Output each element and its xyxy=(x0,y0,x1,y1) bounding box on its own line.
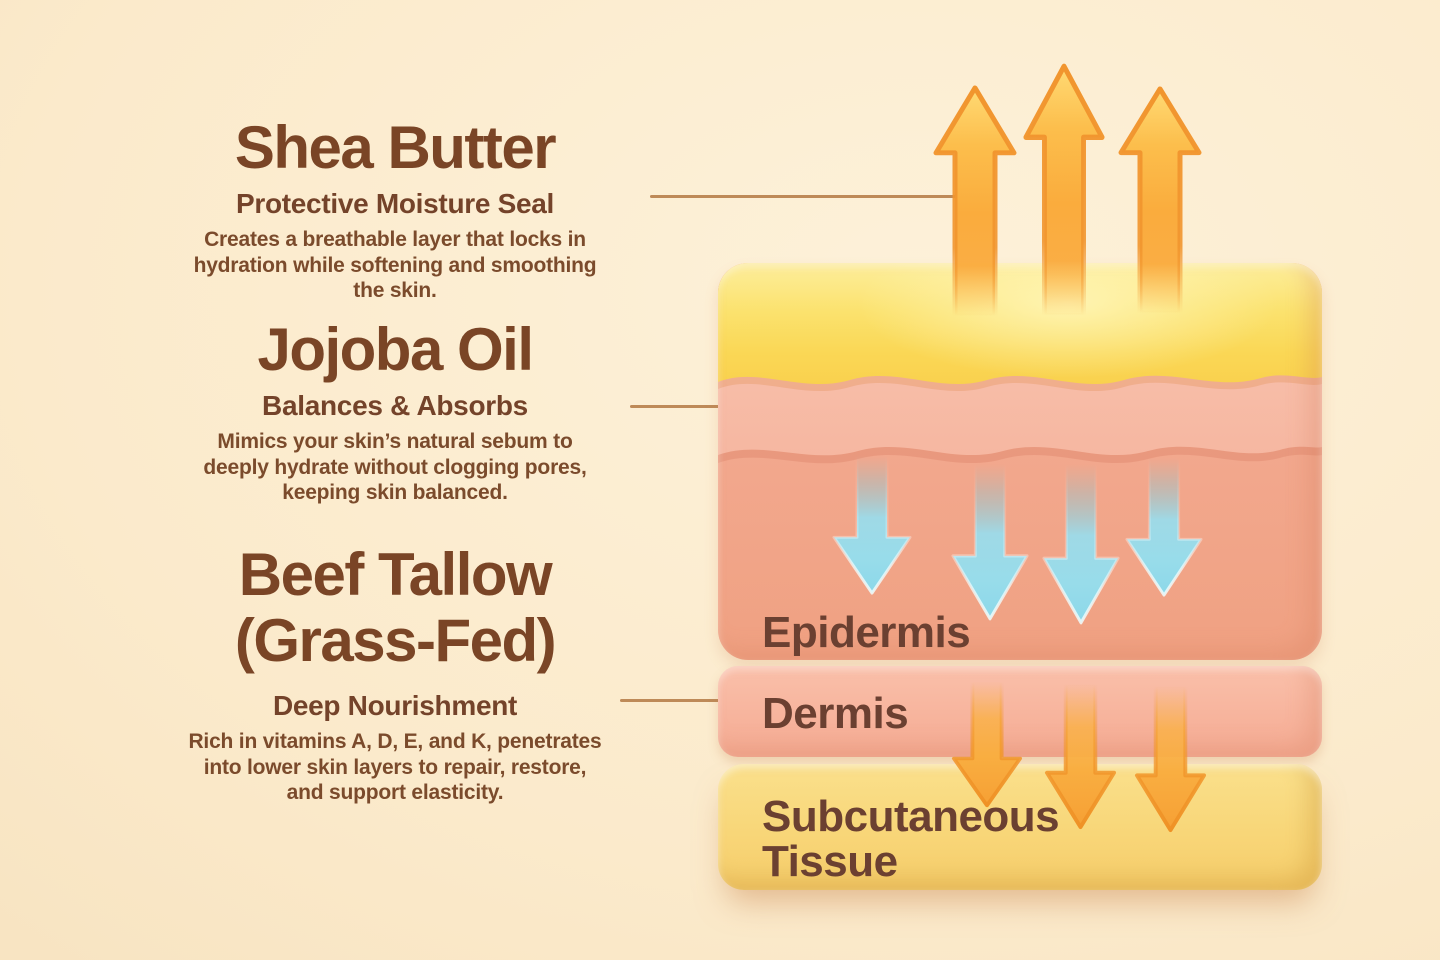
ingredient-description: Rich in vitamins A, D, E, and K, penetra… xyxy=(110,729,680,806)
ingredient-title: Beef Tallow (Grass-Fed) xyxy=(110,542,680,674)
body-line: Mimics your skin’s natural sebum to xyxy=(217,430,573,453)
blue-down-arrow-icon xyxy=(951,462,1029,621)
blue-down-arrow-icon xyxy=(832,454,912,595)
ingredient-section-shea-butter: Shea Butter Protective Moisture Seal Cre… xyxy=(110,116,680,304)
skin-layer-subcutaneous: Subcutaneous Tissue xyxy=(718,764,1322,890)
up-arrow-icon xyxy=(1118,86,1202,316)
orange-down-arrow-icon xyxy=(1134,684,1207,833)
ingredient-section-jojoba-oil: Jojoba Oil Balances & Absorbs Mimics you… xyxy=(110,318,680,506)
blue-down-arrow-icon xyxy=(1042,462,1120,625)
connector-line-shea-butter xyxy=(650,195,958,198)
ingredient-subtitle: Protective Moisture Seal xyxy=(235,188,555,219)
dermis-label: Dermis xyxy=(762,689,909,738)
orange-down-arrow-icon xyxy=(951,680,1023,808)
body-line: the skin. xyxy=(353,279,437,302)
body-line: into lower skin layers to repair, restor… xyxy=(203,755,587,779)
ingredient-description: Mimics your skin’s natural sebum to deep… xyxy=(110,429,680,506)
title-line: Shea Butter xyxy=(234,114,557,181)
blue-down-arrow-icon xyxy=(1125,456,1203,597)
body-line: deeply hydrate without clogging pores, xyxy=(203,455,587,479)
body-line: keeping skin balanced. xyxy=(282,481,508,504)
ingredient-section-beef-tallow: Beef Tallow (Grass-Fed) Deep Nourishment… xyxy=(110,542,680,806)
connector-line-jojoba-oil xyxy=(630,405,722,408)
title-line: Beef Tallow xyxy=(238,541,553,608)
title-line: (Grass-Fed) xyxy=(234,607,557,674)
subcutaneous-label: Subcutaneous Tissue xyxy=(762,792,1060,886)
ingredient-description: Creates a breathable layer that locks in… xyxy=(110,227,680,304)
ingredient-title: Shea Butter xyxy=(110,116,680,180)
connector-line-beef-tallow xyxy=(620,699,722,702)
skin-layer-dermis: Dermis xyxy=(718,666,1322,757)
title-line: Jojoba Oil xyxy=(257,316,534,383)
ingredient-subtitle: Deep Nourishment xyxy=(272,690,518,721)
epidermis-label: Epidermis xyxy=(762,608,971,657)
ingredient-title: Jojoba Oil xyxy=(110,318,680,382)
up-arrow-icon xyxy=(1023,63,1105,319)
up-arrow-icon xyxy=(933,85,1017,319)
body-line: Rich in vitamins A, D, E, and K, penetra… xyxy=(188,730,602,753)
body-line: Creates a breathable layer that locks in xyxy=(204,228,586,251)
body-line: and support elasticity. xyxy=(286,781,504,804)
body-line: hydration while softening and smoothing xyxy=(193,253,597,277)
orange-down-arrow-icon xyxy=(1044,682,1117,830)
ingredient-subtitle: Balances & Absorbs xyxy=(262,390,528,421)
